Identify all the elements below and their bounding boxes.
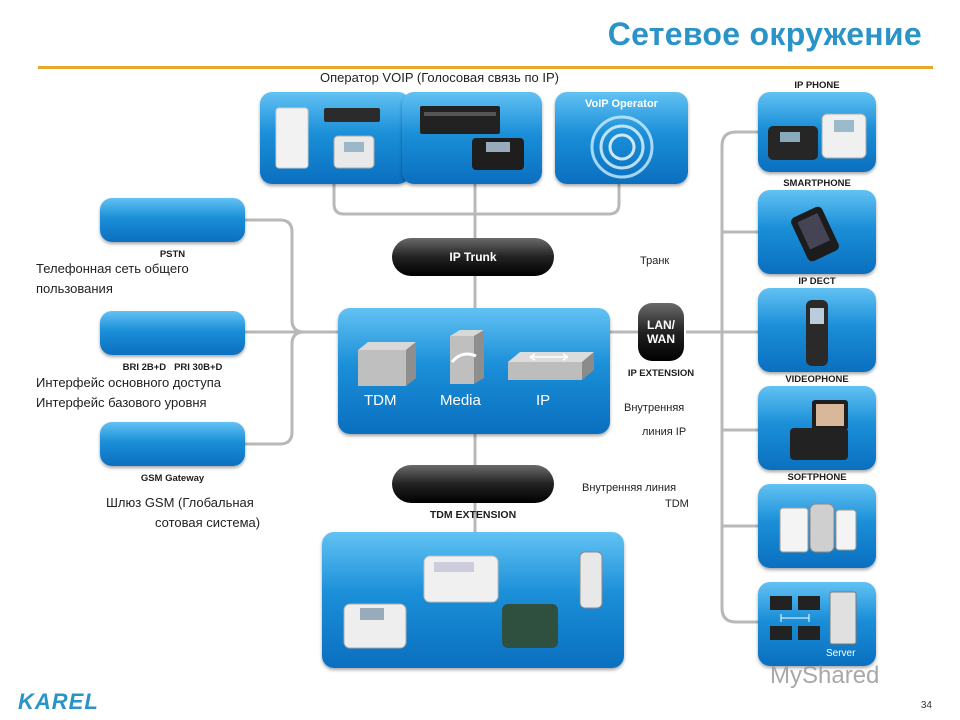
ip-extension-caption: IP EXTENSION [627,368,695,379]
lan-wan-node: LAN/ WAN [638,303,684,361]
softphone-screen-icon [779,503,857,553]
ip-label: IP [536,392,551,409]
videophone-icon [790,400,848,460]
bri-pri-caption: BRI 2B+D PRI 30B+D [122,362,223,373]
softphone-caption: SOFTPHONE [787,472,847,483]
pstn-note-line2: пользования [36,281,113,296]
pstn-note-line1: Телефонная сеть общего [36,261,189,276]
voip-devices-box-2 [402,92,542,184]
pstn-connector [245,218,340,334]
ip-phone-icon [768,113,867,160]
tdm-extension-pill [392,465,554,503]
title-divider [38,66,933,69]
right-branches [722,230,758,528]
lan-wan-line1: LAN/ [647,318,675,332]
page-title: Сетевое окружение [607,16,922,52]
bri-note-line1: Интерфейс основного доступа [36,375,222,390]
smartphone-box [758,190,876,274]
central-pbx-box: TDM Media IP [338,308,610,434]
gsm-gateway-box [100,422,245,466]
karel-logo: KAREL [18,689,99,714]
dect-handset-icon [806,300,828,366]
pstn-caption: PSTN [159,249,186,260]
ip-switch-icon [508,352,594,380]
right-bus [720,130,758,624]
server-label: Server [826,648,856,659]
tdm-module-icon [358,342,416,386]
ip-trunk-pill: IP Trunk [392,238,554,276]
gsm-note-line1: Шлюз GSM (Глобальная [106,495,254,510]
softphone-box [758,484,876,568]
voip-operator-box-label: VoIP Operator [585,98,658,110]
ip-phone-box [758,92,876,172]
ip-dect-caption: IP DECT [798,276,836,287]
gsm-gateway-caption: GSM Gateway [140,473,205,484]
media-module-icon [450,330,484,384]
gsm-connector [245,330,305,446]
tdm-extension-caption: TDM EXTENSION [429,509,517,521]
ip-phone-caption: IP PHONE [794,80,840,91]
voip-operator-box: VoIP Operator [555,92,688,184]
media-label: Media [440,392,481,409]
lan-wan-line2: WAN [647,332,675,346]
internal-ip-line1: Внутренняя [624,402,685,414]
videophone-caption: VIDEOPHONE [785,374,849,385]
pstn-box [100,198,245,242]
internal-tdm-line2: TDM [665,498,689,510]
tdm-devices-box [322,532,624,668]
internal-tdm-line1: Внутренняя линия [582,482,677,494]
page-number: 34 [920,700,932,711]
voip-cloud-swirl-icon [590,115,654,179]
gsm-note-line2: сотовая система) [155,515,261,530]
smartphone-caption: SMARTPHONE [783,178,851,189]
voip-devices-box-1 [260,92,410,184]
tdm-label: TDM [364,392,397,409]
smartphone-icon [791,206,839,262]
ip-dect-box [758,288,876,372]
trunk-note: Транк [640,255,670,267]
myshared-watermark: MyShared [770,662,880,689]
internal-ip-line2: линия IP [642,426,687,438]
bri-note-line2: Интерфейс базового уровня [36,395,207,410]
server-box: Server [758,582,876,666]
bri-pri-box [100,311,245,355]
tdm-phones-fax-icon [343,551,603,649]
voip-operator-caption: Оператор VOIP (Голосовая связь по IP) [320,70,559,85]
videophone-box [758,386,876,470]
access-point-phone-icon [275,107,380,169]
server-network-icon [770,591,857,645]
ip-pbx-phone-icon [420,106,524,170]
